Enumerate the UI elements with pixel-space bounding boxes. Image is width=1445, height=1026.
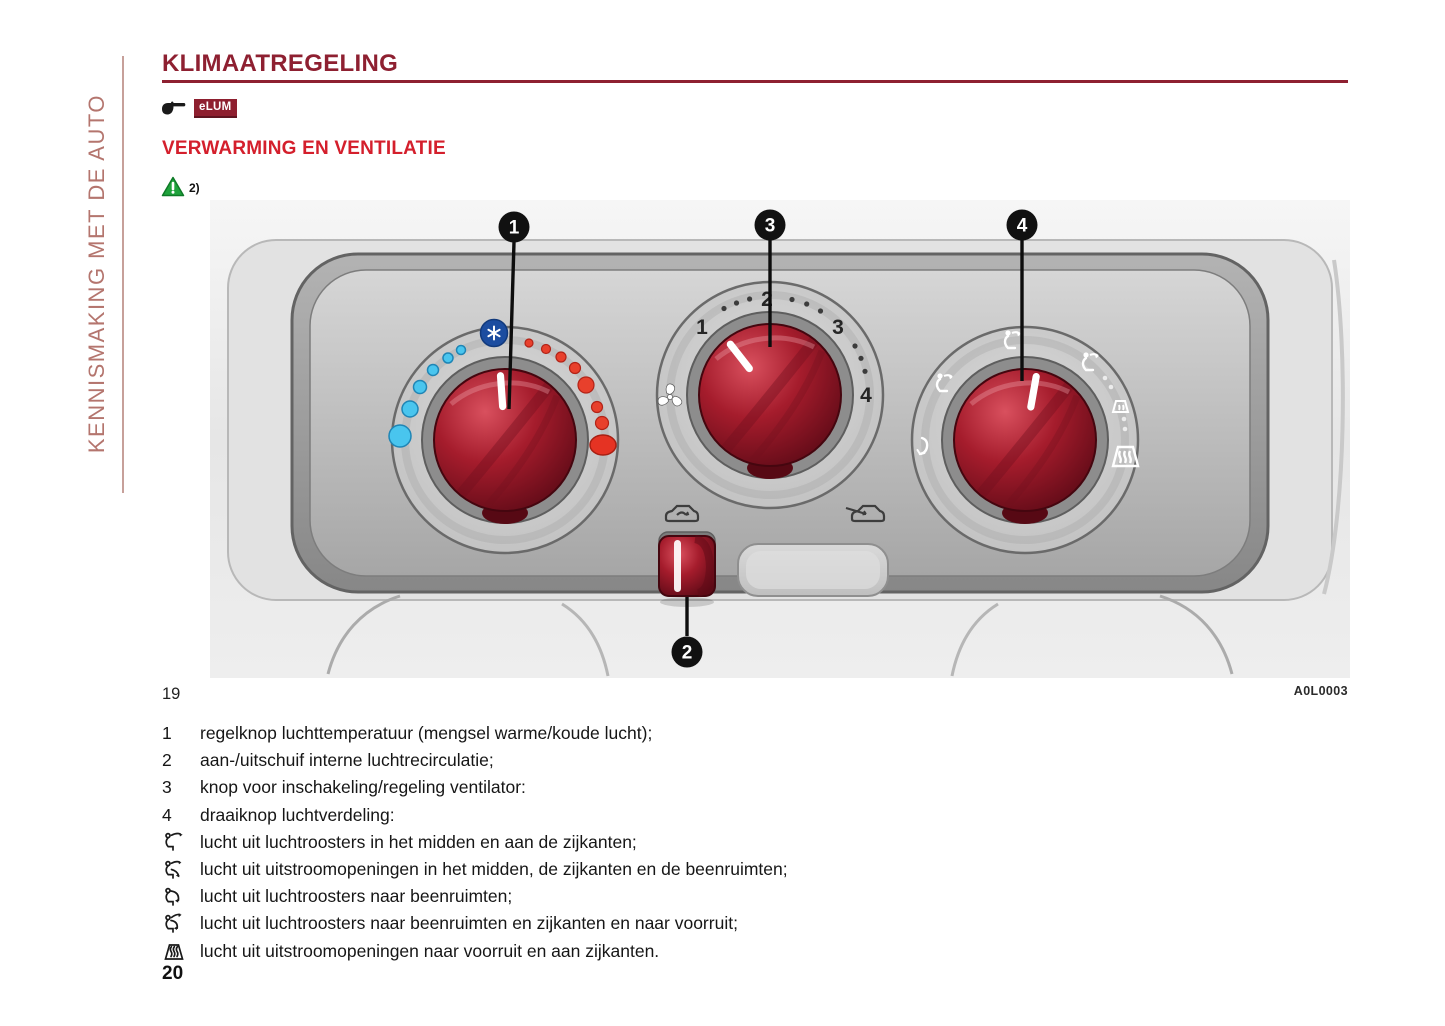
face-vent-up-icon [1003, 330, 1021, 350]
chapter-label: KENNISMAKING MET DE AUTO [84, 94, 109, 454]
legend-text: aan-/uitschuif interne luchtrecirculatie… [200, 750, 494, 771]
legend-text: knop voor inschakeling/regeling ventilat… [200, 777, 526, 798]
feet-vent-icon [916, 436, 929, 456]
callout-3-badge: 3 [754, 209, 786, 241]
legend-text: lucht uit uitstroomopeningen naar voorru… [200, 940, 660, 961]
callout-lines [507, 240, 1024, 636]
title-rule [162, 80, 1348, 83]
bilevel-vent-icon [1081, 352, 1099, 372]
elum-badge[interactable]: eLUM [194, 98, 237, 118]
legend-text: lucht uit luchtroosters in het midden en… [200, 831, 637, 852]
recirculation-slider [658, 535, 716, 597]
vent-feet-windshield-icon [162, 913, 200, 935]
pointing-hand-icon [162, 101, 186, 115]
cold-dots [388, 344, 467, 448]
distribution-dial [912, 327, 1138, 553]
vent-mid-side-feet-icon [162, 859, 200, 881]
temperature-pointer [496, 372, 507, 411]
legend-item: lucht uit luchtroosters naar beenruimten… [162, 883, 1352, 910]
fan-icon [657, 383, 683, 407]
distribution-pointer [1027, 372, 1040, 411]
legend-text: lucht uit luchtroosters naar beenruimten… [200, 886, 513, 907]
svg-text:1: 1 [509, 218, 520, 239]
windshield-small-icon [1111, 400, 1130, 413]
face-vent-icon [935, 373, 953, 393]
hot-dots [524, 338, 610, 431]
fan-speed-3: 3 [832, 316, 844, 339]
legend-number: 4 [162, 804, 172, 825]
legend-text: lucht uit uitstroomopeningen in het midd… [200, 859, 788, 880]
svg-text:4: 4 [1017, 216, 1028, 237]
legend-item: lucht uit luchtroosters in het midden en… [162, 829, 1352, 856]
snowflake-icon [479, 318, 509, 348]
fan-speed-4: 4 [860, 384, 872, 407]
legend-item: 4 draaiknop luchtverdeling: [162, 802, 1352, 829]
fan-speed-1: 1 [696, 316, 708, 339]
legend-item: 1 regelknop luchttemperatuur (mengsel wa… [162, 720, 1352, 747]
figure-code: A0L0003 [1293, 684, 1348, 698]
legend-item: 2 aan-/uitschuif interne luchtrecirculat… [162, 747, 1352, 774]
callout-1-badge: 1 [498, 211, 530, 243]
callout-2-badge: 2 [671, 636, 703, 668]
legend-number: 1 [162, 723, 172, 744]
figure-number: 19 [162, 685, 181, 703]
legend-item: lucht uit uitstroomopeningen naar voorru… [162, 938, 1352, 965]
fan-dial: 1 2 3 4 [656, 282, 883, 508]
legend-number: 2 [162, 750, 172, 771]
distribution-tick-dots [1102, 375, 1128, 432]
chapter-sidebar: KENNISMAKING MET DE AUTO [84, 54, 110, 494]
svg-text:3: 3 [765, 216, 776, 237]
legend-item: lucht uit luchtroosters naar beenruimten… [162, 910, 1352, 937]
chapter-rule [122, 56, 124, 493]
fan-pointer [726, 340, 753, 373]
section-title: VERWARMING EN VENTILATIE [162, 138, 446, 159]
vent-mid-side-icon [162, 831, 200, 853]
windshield-defrost-icon [1111, 445, 1140, 468]
page-title: KLIMAATREGELING [162, 50, 399, 77]
defrost-windshield-icon [162, 940, 200, 962]
climate-panel-figure: 1 2 3 4 [210, 200, 1350, 678]
legend-text: lucht uit luchtroosters naar beenruimten… [200, 913, 738, 934]
fresh-air-car-icon [845, 504, 886, 523]
legend-list: 1 regelknop luchttemperatuur (mengsel wa… [162, 720, 1352, 965]
temperature-dial [388, 318, 618, 554]
climate-figure-svg: 1 2 3 4 [210, 200, 1350, 678]
reference-row: eLUM [161, 98, 237, 118]
fan-tick-dots [721, 296, 868, 374]
legend-text: draaiknop luchtverdeling: [200, 804, 395, 825]
page-number: 20 [162, 963, 184, 984]
callout-4-badge: 4 [1006, 209, 1038, 241]
vent-feet-icon [162, 886, 200, 908]
note-reference: 2) [189, 181, 200, 195]
legend-number: 3 [162, 777, 172, 798]
fan-speed-2: 2 [761, 288, 773, 311]
legend-item: 3 knop voor inschakeling/regeling ventil… [162, 774, 1352, 801]
green-triangle-icon [161, 176, 185, 197]
legend-text: regelknop luchttemperatuur (mengsel warm… [200, 723, 653, 744]
svg-text:2: 2 [682, 643, 693, 664]
legend-item: lucht uit uitstroomopeningen in het midd… [162, 856, 1352, 883]
recirculation-car-icon [664, 504, 700, 523]
note-row: 2) [161, 176, 200, 197]
